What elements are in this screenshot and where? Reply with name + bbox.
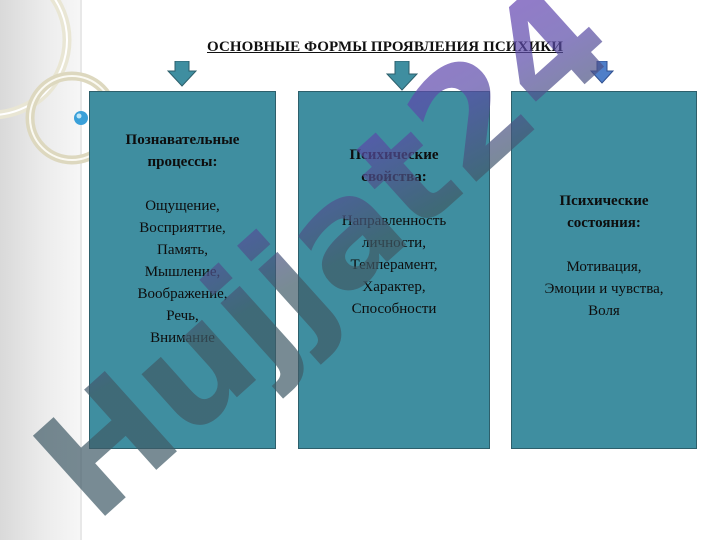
list-item: Воображение, [137,286,228,302]
list-item: Внимание [150,330,215,346]
arrow-down-icon-center [386,61,418,91]
box-title: Психические свойства: [299,144,489,188]
list-item: Речь, [166,308,199,324]
box-title-line: состояния: [567,215,641,231]
box-mental-states: Психические состояния: Мотивация, Эмоции… [511,91,697,449]
list-item: Память, [156,242,209,258]
arrow-down-icon-left [167,61,197,87]
box-title: Психические состояния: [512,190,696,234]
list-item: Темперамент, [350,257,438,273]
list-item: Мышление, [144,264,221,280]
decor-blue-dot [74,111,88,125]
box-item-list: Мотивация, Эмоции и чувства, Воля [512,256,696,322]
box-title-line: Психические [349,147,439,163]
list-item: Мотивация, [566,259,642,275]
box-item-list: Направленность личности, Темперамент, Ха… [299,210,489,320]
list-item: Воля [588,303,620,319]
arrow-down-icon-right [590,61,614,84]
decor-blue-dot-shine [76,113,82,119]
slide-title: ОСНОВНЫЕ ФОРМЫ ПРОЯВЛЕНИЯ ПСИХИКИ [207,39,563,55]
box-title-line: Познавательные [125,132,240,148]
decor-ring-large-highlight [0,0,68,116]
list-item: Ощущение, [145,198,220,214]
list-item: Характер, [362,279,426,295]
box-title: Познавательные процессы: [90,129,275,173]
list-item: Направленность [341,213,447,229]
box-cognitive-processes: Познавательные процессы: Ощущение, Воспр… [89,91,276,449]
list-item: личности, [362,235,426,251]
list-item: Эмоции и чувства, [544,281,664,297]
list-item: Восприяттие, [139,220,226,236]
left-panel-separator [80,0,82,540]
list-item: Способности [351,301,437,317]
box-title-line: свойства: [361,169,427,185]
box-mental-properties: Психические свойства: Направленность лич… [298,91,490,449]
box-item-list: Ощущение, Восприяттие, Память, Мышление,… [90,195,275,349]
box-title-line: процессы: [147,154,218,170]
box-title-line: Психические [559,193,649,209]
